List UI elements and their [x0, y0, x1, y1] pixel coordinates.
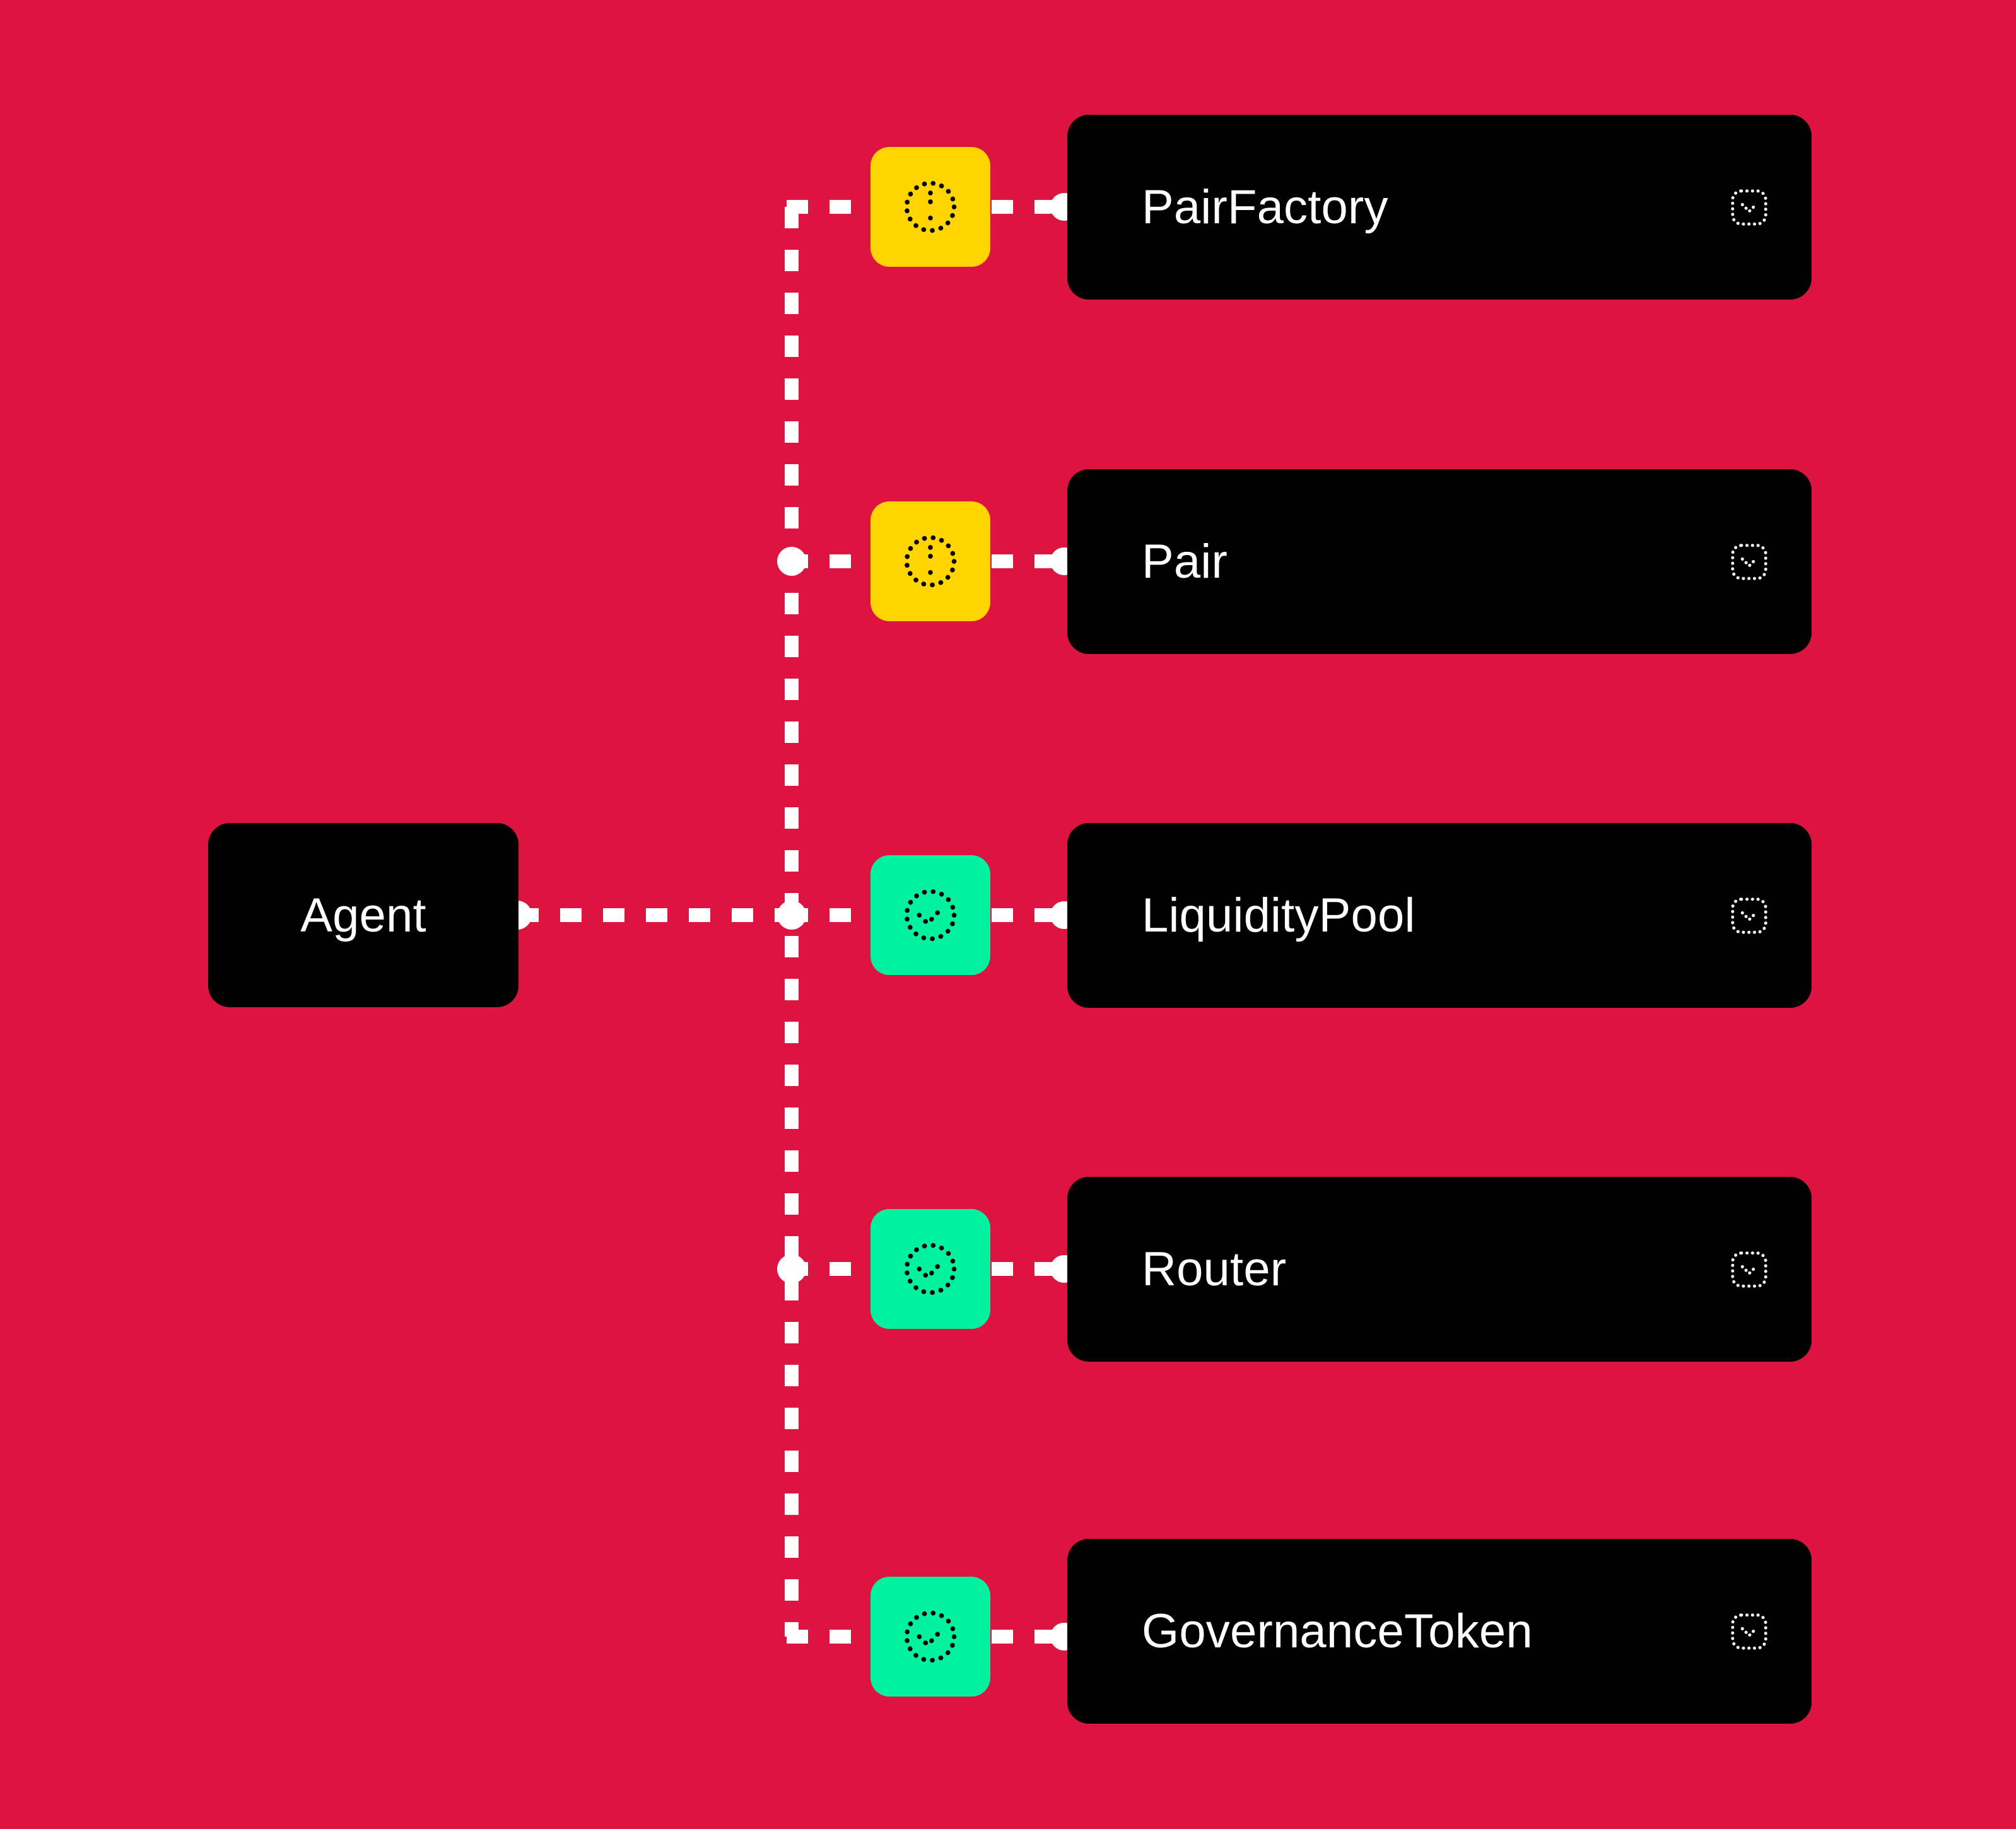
node-pairfactory[interactable]: PairFactory [1067, 115, 1812, 300]
chevron-down-icon[interactable] [1726, 539, 1773, 585]
chevron-down-icon[interactable] [1726, 184, 1773, 231]
node-pair[interactable]: Pair [1067, 469, 1812, 654]
status-badge-liquiditypool[interactable] [870, 855, 990, 975]
junction-dot-router [777, 1254, 806, 1283]
alert-circle-icon [904, 180, 957, 233]
status-badge-router[interactable] [870, 1209, 990, 1329]
chevron-down-icon[interactable] [1726, 1246, 1773, 1293]
check-circle-icon [904, 1610, 957, 1663]
alert-circle-icon [904, 535, 957, 588]
node-governancetoken[interactable]: GovernanceToken [1067, 1539, 1812, 1724]
chevron-down-icon[interactable] [1726, 1608, 1773, 1655]
node-router[interactable]: Router [1067, 1177, 1812, 1362]
check-circle-icon [904, 1242, 957, 1295]
node-liquiditypool-label: LiquidityPool [1142, 889, 1415, 942]
check-circle-icon [904, 889, 957, 942]
agent-node-label: Agent [300, 888, 426, 942]
node-pairfactory-label: PairFactory [1142, 180, 1388, 234]
node-governancetoken-label: GovernanceToken [1142, 1604, 1533, 1658]
junction-dot-liquiditypool [777, 901, 806, 930]
chevron-down-icon[interactable] [1726, 892, 1773, 939]
status-badge-pair[interactable] [870, 501, 990, 621]
node-pair-label: Pair [1142, 535, 1228, 588]
junction-dot-pair [777, 547, 806, 576]
status-badge-pairfactory[interactable] [870, 147, 990, 267]
node-liquiditypool[interactable]: LiquidityPool [1067, 823, 1812, 1008]
node-router-label: Router [1142, 1242, 1287, 1296]
agent-node[interactable]: Agent [208, 823, 519, 1007]
status-badge-governancetoken[interactable] [870, 1577, 990, 1697]
